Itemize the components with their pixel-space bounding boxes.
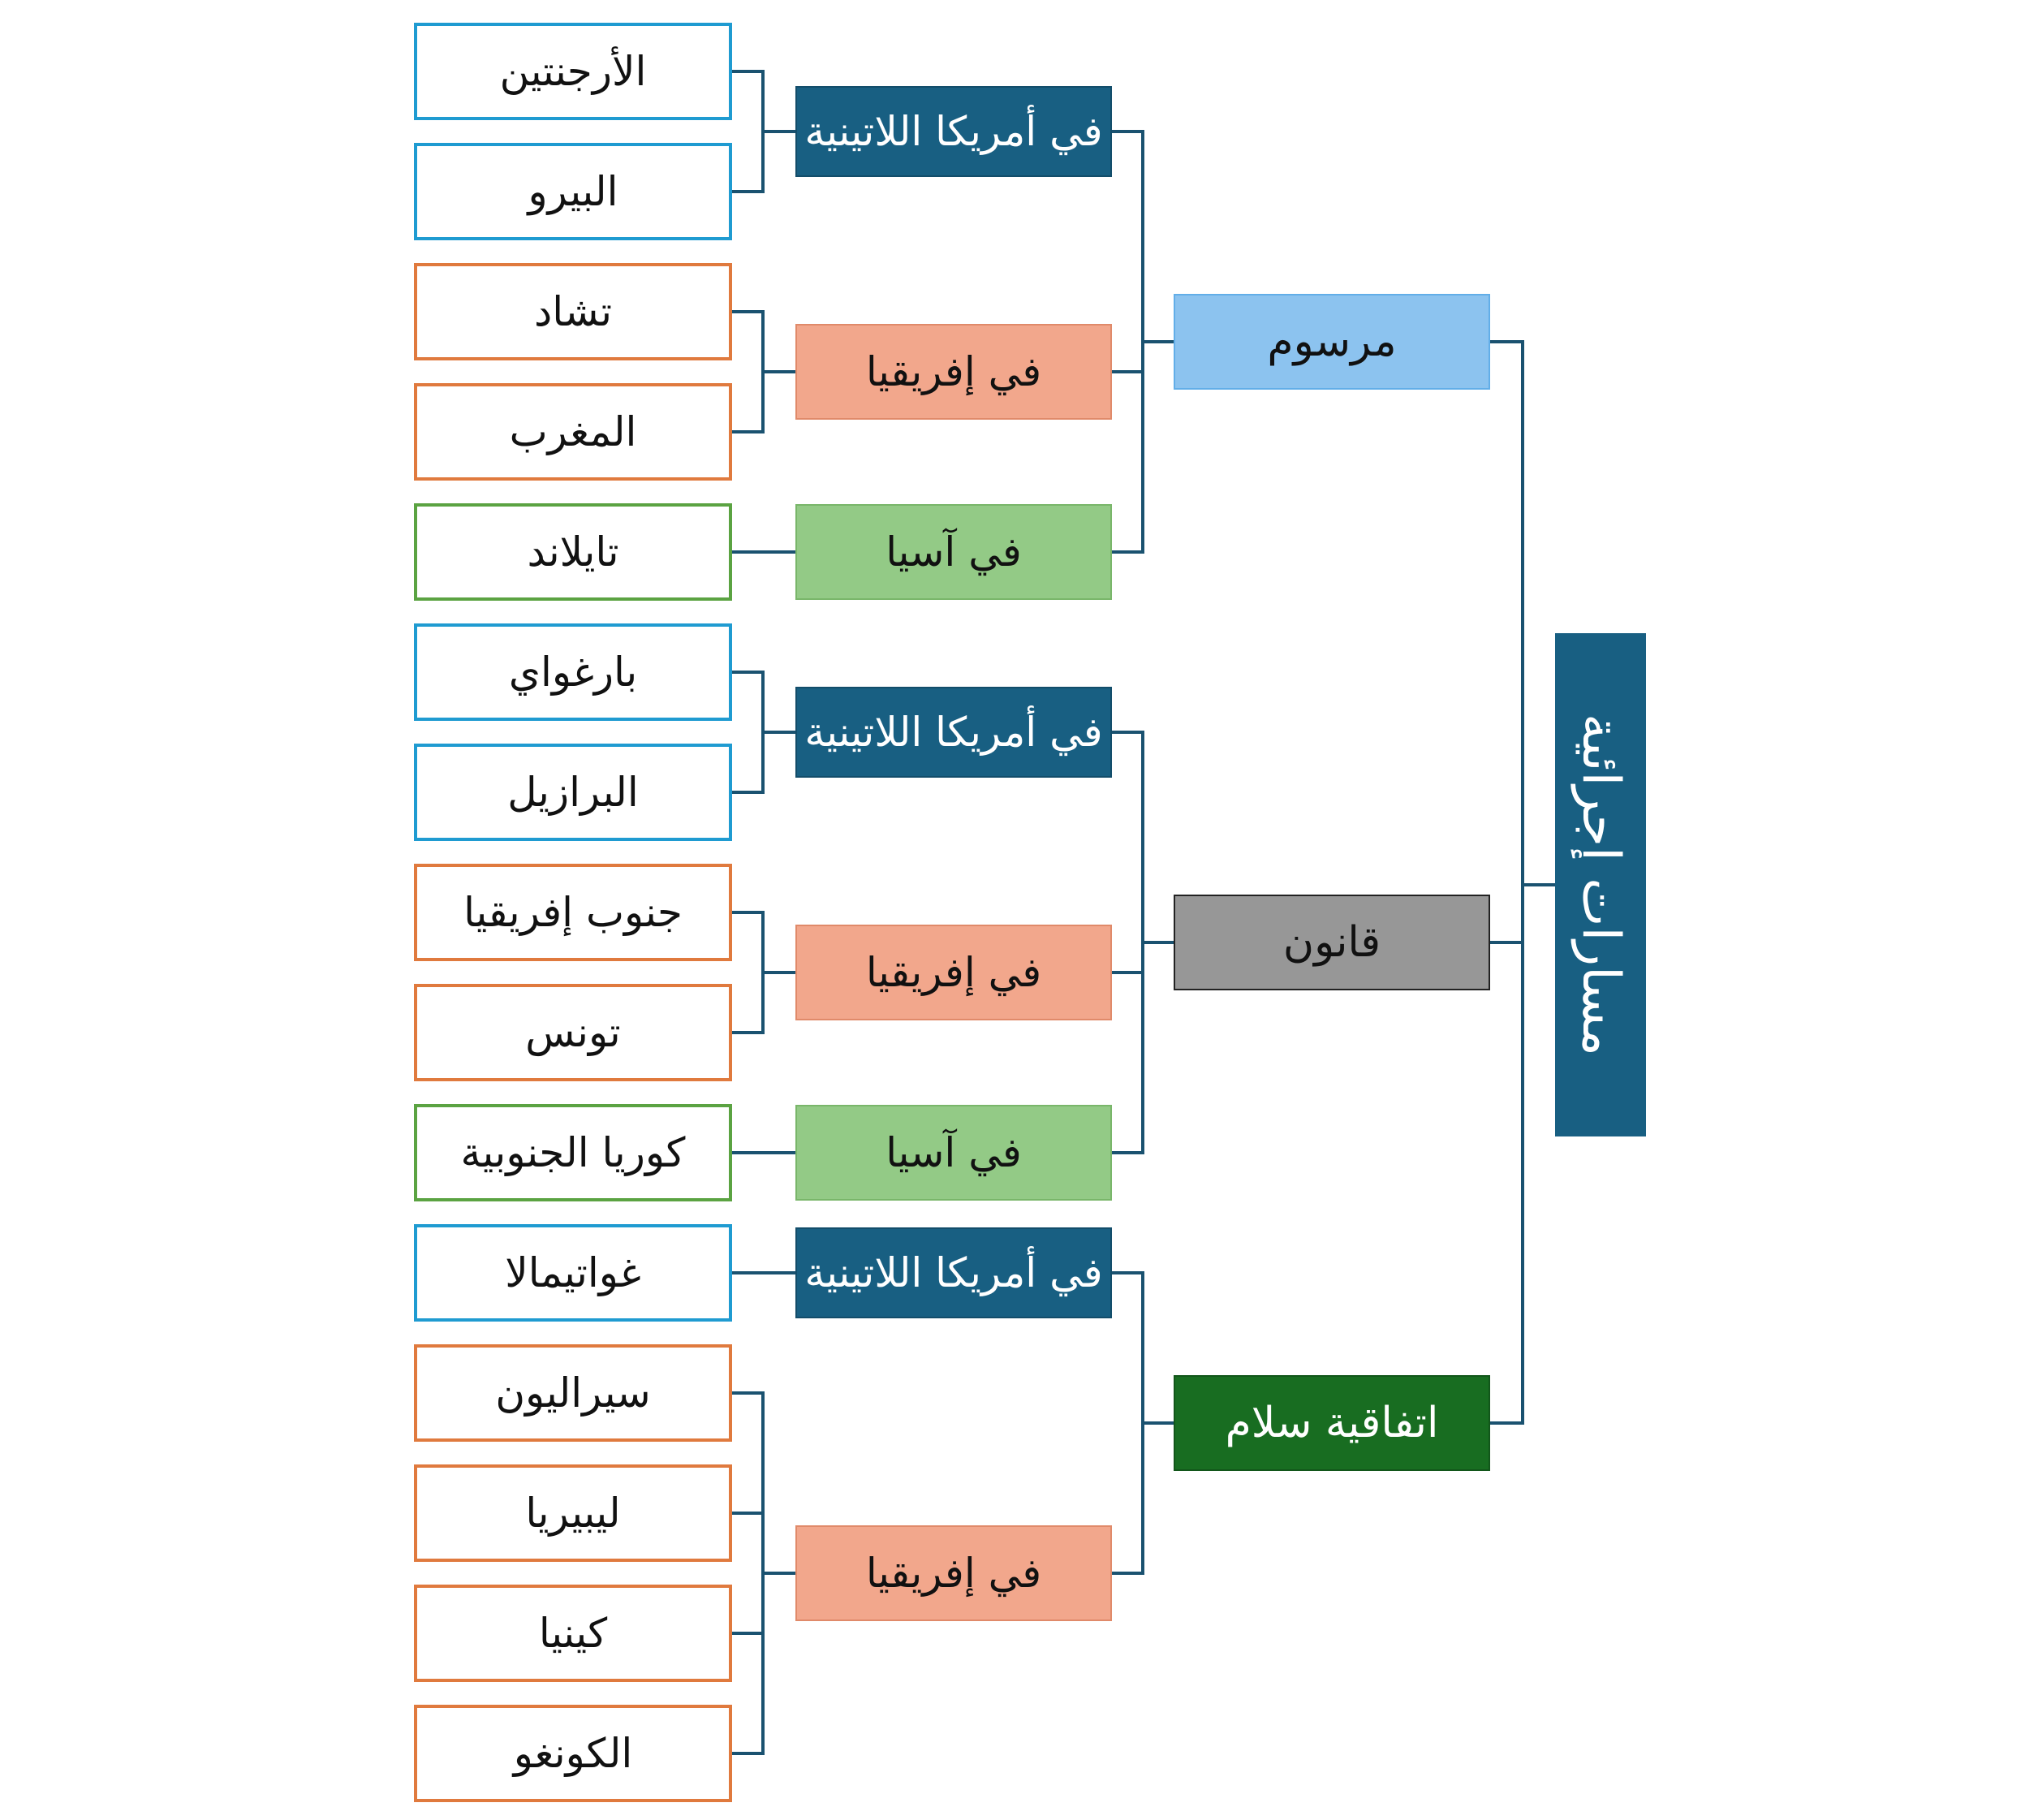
region-node-latin-america: في أمريكا اللاتينية bbox=[795, 86, 1112, 177]
region-node-latin-america: في أمريكا اللاتينية bbox=[795, 687, 1112, 778]
country-node: تونس bbox=[414, 984, 732, 1081]
category-node: مرسوم bbox=[1174, 294, 1490, 390]
country-node: بارغواي bbox=[414, 623, 732, 721]
country-node: المغرب bbox=[414, 383, 732, 481]
country-node: الأرجنتين bbox=[414, 23, 732, 120]
country-node: تايلاند bbox=[414, 503, 732, 601]
country-node: غواتيمالا bbox=[414, 1224, 732, 1322]
region-node-africa: في إفريقيا bbox=[795, 324, 1112, 420]
country-node: كينيا bbox=[414, 1585, 732, 1682]
country-node: كوريا الجنوبية bbox=[414, 1104, 732, 1201]
country-node: سيراليون bbox=[414, 1344, 732, 1442]
country-node: تشاد bbox=[414, 263, 732, 360]
country-node: جنوب إفريقيا bbox=[414, 864, 732, 961]
category-node: اتفاقية سلام bbox=[1174, 1375, 1490, 1471]
region-node-africa: في إفريقيا bbox=[795, 925, 1112, 1020]
country-node: البيرو bbox=[414, 143, 732, 240]
category-node: قانون bbox=[1174, 895, 1490, 990]
country-node: الكونغو bbox=[414, 1705, 732, 1802]
region-node-africa: في إفريقيا bbox=[795, 1525, 1112, 1621]
country-node: ليبيريا bbox=[414, 1464, 732, 1562]
region-node-asia: في آسيا bbox=[795, 1105, 1112, 1201]
country-node: البرازيل bbox=[414, 744, 732, 841]
region-node-asia: في آسيا bbox=[795, 504, 1112, 600]
root-node: مسارات إجرائية bbox=[1555, 633, 1646, 1136]
region-node-latin-america: في أمريكا اللاتينية bbox=[795, 1227, 1112, 1318]
